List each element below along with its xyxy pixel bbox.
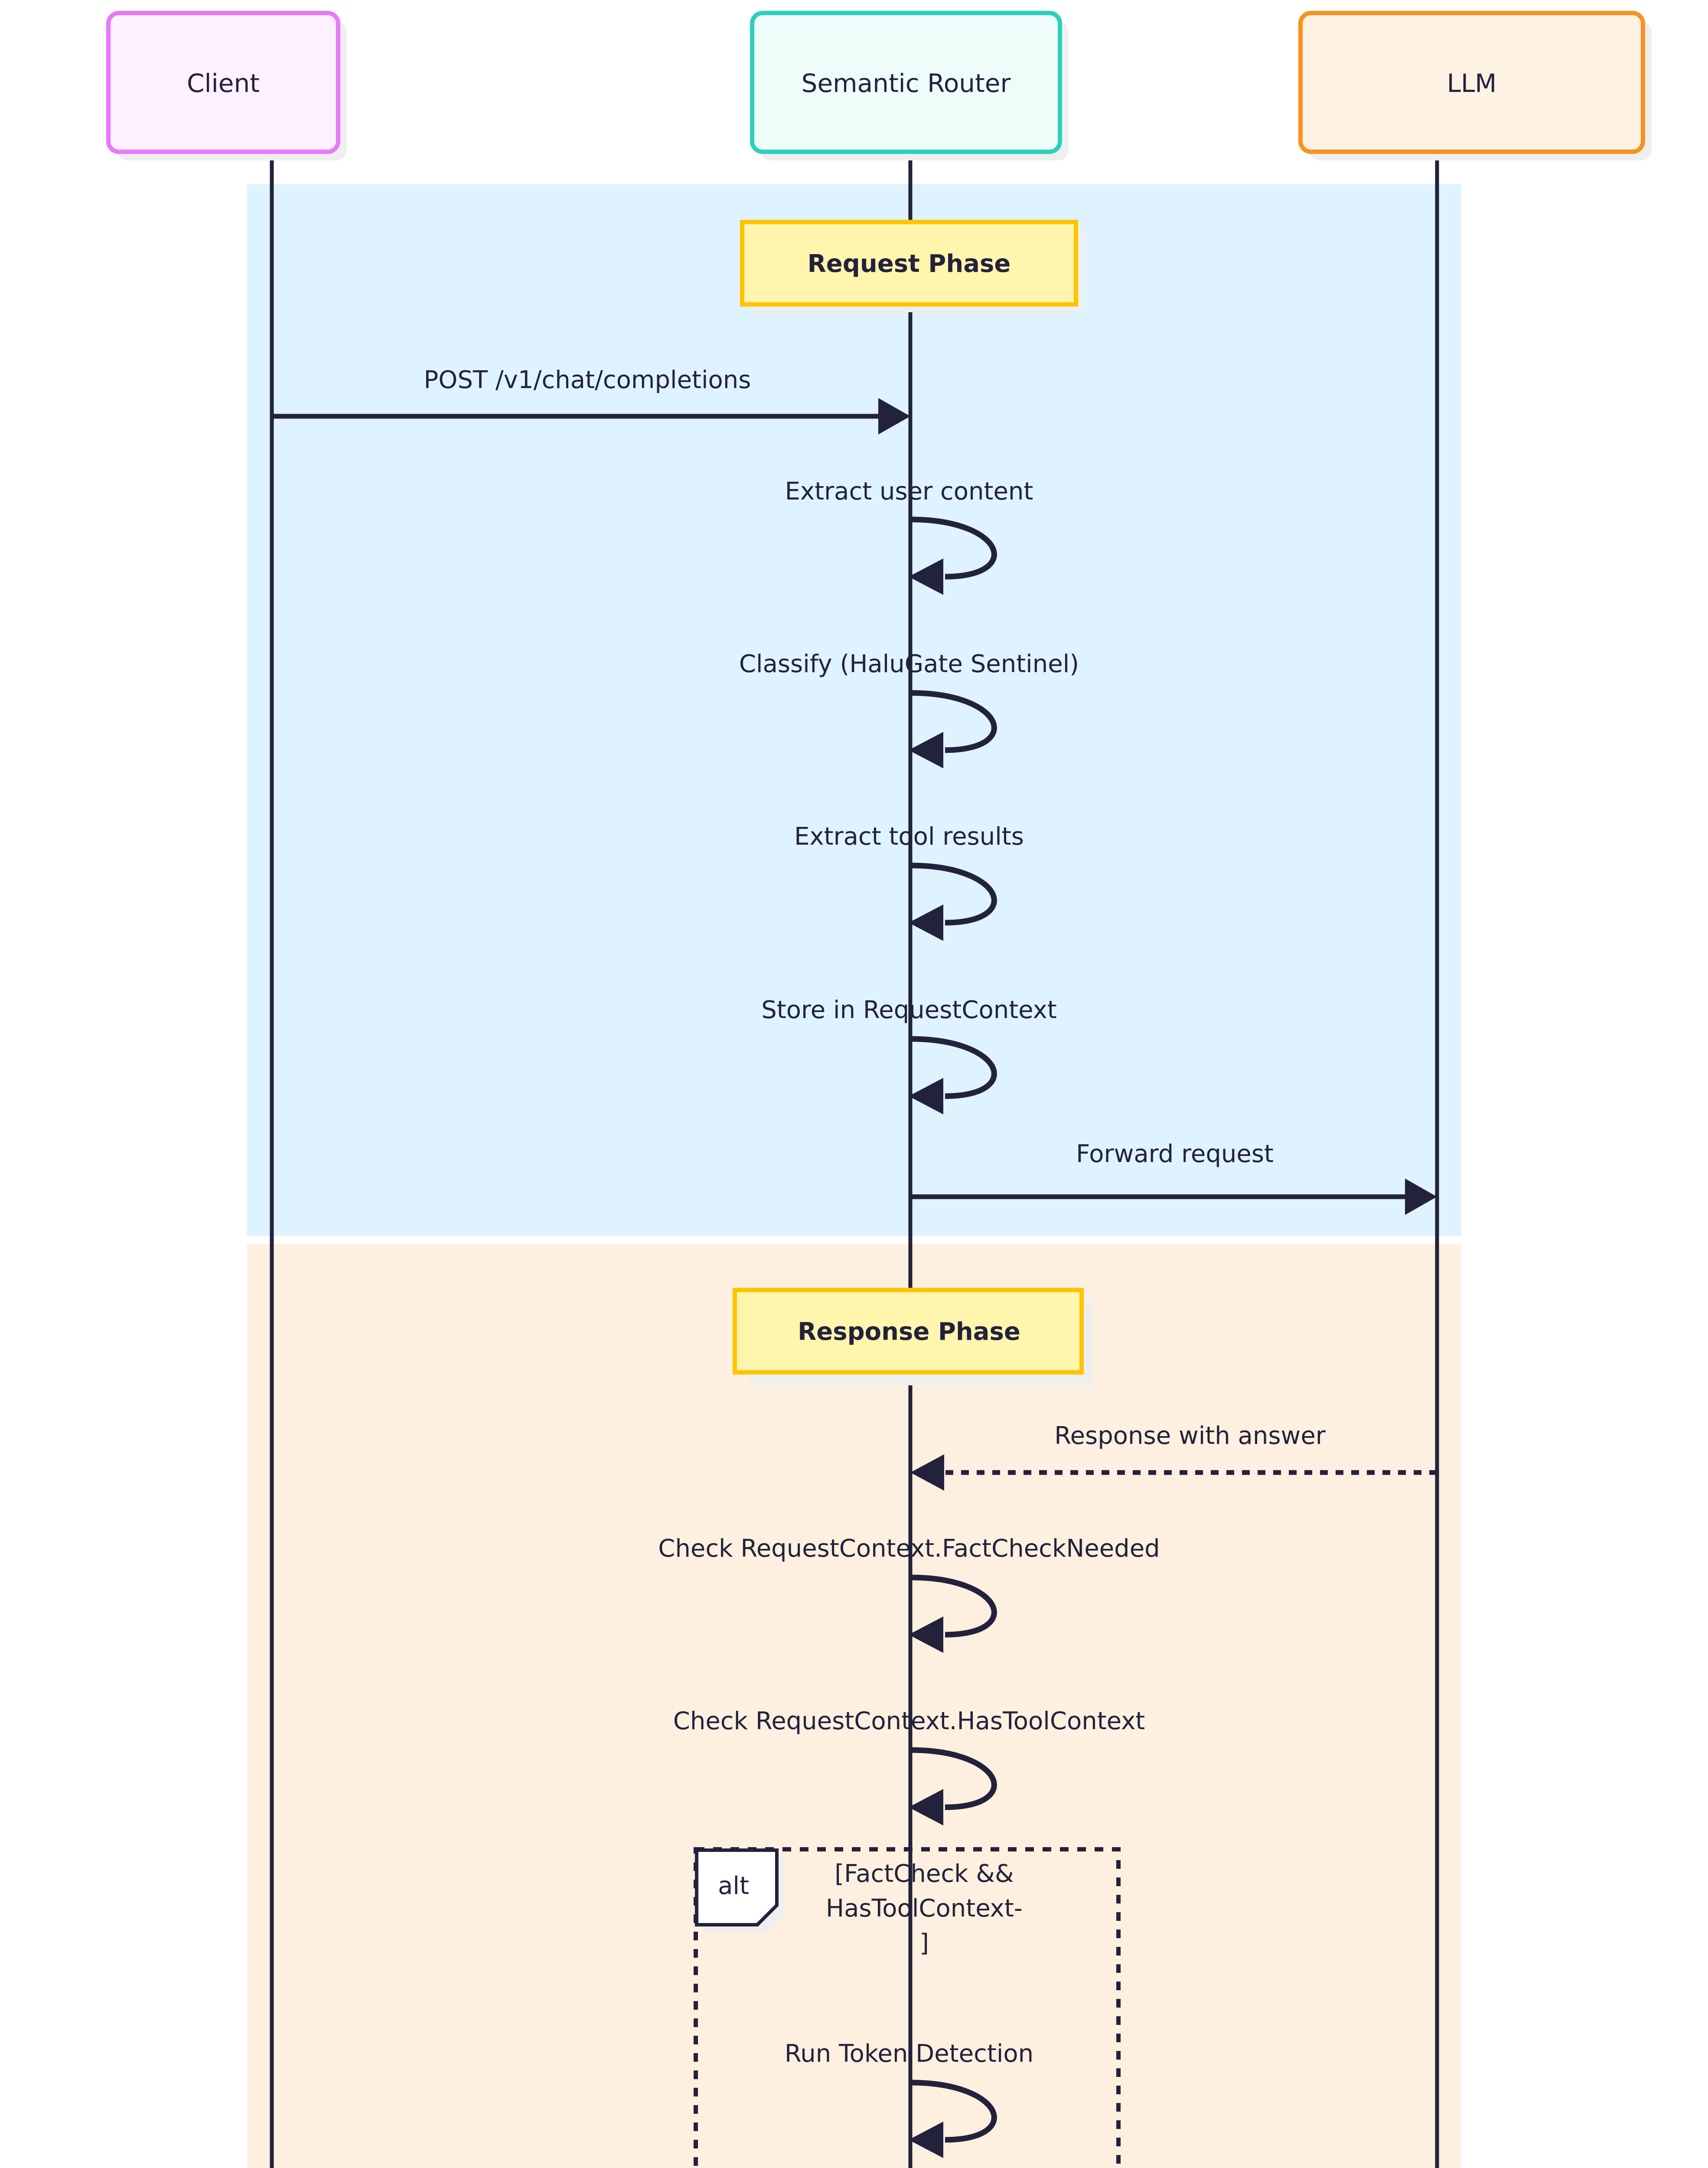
message-classify-halugate: Classify (HaluGate Sentinel) bbox=[739, 650, 1079, 768]
request-phase-background bbox=[247, 184, 1461, 1236]
actor-router-rect bbox=[750, 11, 1062, 154]
message-extract-user-content: Extract user content bbox=[785, 477, 1033, 595]
message-check-hastoolcontext: Check RequestContext.HasToolContext bbox=[673, 1707, 1145, 1825]
response-phase-background bbox=[247, 1244, 1461, 2168]
arrow-head-right-icon bbox=[878, 398, 910, 434]
self-loop-arc bbox=[910, 862, 997, 926]
arrow-head-left-icon bbox=[909, 732, 943, 768]
note-request-phase: Request Phase bbox=[740, 220, 1084, 312]
self-loop-arc bbox=[910, 516, 997, 580]
message-store-request-context: Store in RequestContext bbox=[761, 996, 1057, 1114]
message-check-factcheckneeded: Check RequestContext.FactCheckNeeded bbox=[658, 1535, 1160, 1653]
message-label: Run Token Detection bbox=[785, 2040, 1033, 2068]
alt-branch1-condition-line1: [FactCheck && bbox=[834, 1860, 1014, 1888]
message-label: Response with answer bbox=[1054, 1422, 1326, 1450]
arrow-head-left-icon bbox=[909, 1789, 943, 1825]
note-response-phase-rect bbox=[733, 1288, 1084, 1375]
message-extract-tool-results: Extract tool results bbox=[794, 823, 1024, 941]
arrow-head-right-icon bbox=[1405, 1179, 1437, 1215]
actor-client-top[interactable]: Client bbox=[106, 11, 347, 160]
actor-router-top[interactable]: Semantic Router bbox=[750, 11, 1069, 160]
message-label: Forward request bbox=[1076, 1140, 1274, 1168]
note-response-phase: Response Phase bbox=[733, 1288, 1092, 1385]
actor-router-label: Semantic Router bbox=[802, 69, 1011, 98]
actor-client-rect bbox=[106, 11, 340, 154]
actor-llm-top[interactable]: LLM bbox=[1298, 11, 1652, 160]
arrow-head-left-icon bbox=[909, 904, 943, 941]
message-forward-request: Forward request bbox=[910, 1140, 1437, 1215]
note-response-phase-label: Response Phase bbox=[798, 1318, 1020, 1346]
arrow-head-left-icon bbox=[909, 558, 943, 595]
alt-branch1-condition-line2: HasToolContext- bbox=[826, 1894, 1023, 1923]
actor-llm-rect bbox=[1298, 11, 1645, 154]
self-loop-arc bbox=[910, 1747, 997, 1810]
actor-llm-label: LLM bbox=[1447, 69, 1497, 98]
self-loop-arc bbox=[910, 1574, 997, 1638]
message-post-completions: POST /v1/chat/completions bbox=[272, 366, 910, 434]
message-run-token-detection: Run Token Detection bbox=[785, 2040, 1033, 2158]
arrow-head-left-icon bbox=[910, 1454, 944, 1491]
message-label: Extract user content bbox=[785, 477, 1033, 506]
actor-client-label: Client bbox=[187, 69, 260, 98]
arrow-head-left-icon bbox=[909, 2122, 943, 2158]
message-label: Check RequestContext.FactCheckNeeded bbox=[658, 1535, 1160, 1563]
message-label: Classify (HaluGate Sentinel) bbox=[739, 650, 1079, 678]
self-loop-arc bbox=[910, 1036, 997, 1099]
alt-block: alt [FactCheck && HasToolContext- ] Run … bbox=[694, 1847, 1121, 2168]
message-label: POST /v1/chat/completions bbox=[424, 366, 751, 394]
self-loop-arc bbox=[910, 2080, 997, 2143]
message-label: Extract tool results bbox=[794, 823, 1024, 851]
message-label: Check RequestContext.HasToolContext bbox=[673, 1707, 1145, 1735]
alt-block-outline bbox=[694, 1847, 1121, 2168]
note-request-phase-rect bbox=[740, 220, 1078, 307]
message-label: Store in RequestContext bbox=[761, 996, 1057, 1024]
arrow-head-left-icon bbox=[909, 1078, 943, 1114]
alt-tag-shape bbox=[695, 1848, 779, 1926]
note-request-phase-label: Request Phase bbox=[808, 250, 1011, 278]
arrow-head-left-icon bbox=[909, 1616, 943, 1653]
alt-branch1-condition-line3: ] bbox=[919, 1929, 929, 1957]
self-loop-arc bbox=[910, 690, 997, 753]
alt-tag-label: alt bbox=[718, 1872, 749, 1900]
message-response-with-answer: Response with answer bbox=[910, 1422, 1437, 1491]
